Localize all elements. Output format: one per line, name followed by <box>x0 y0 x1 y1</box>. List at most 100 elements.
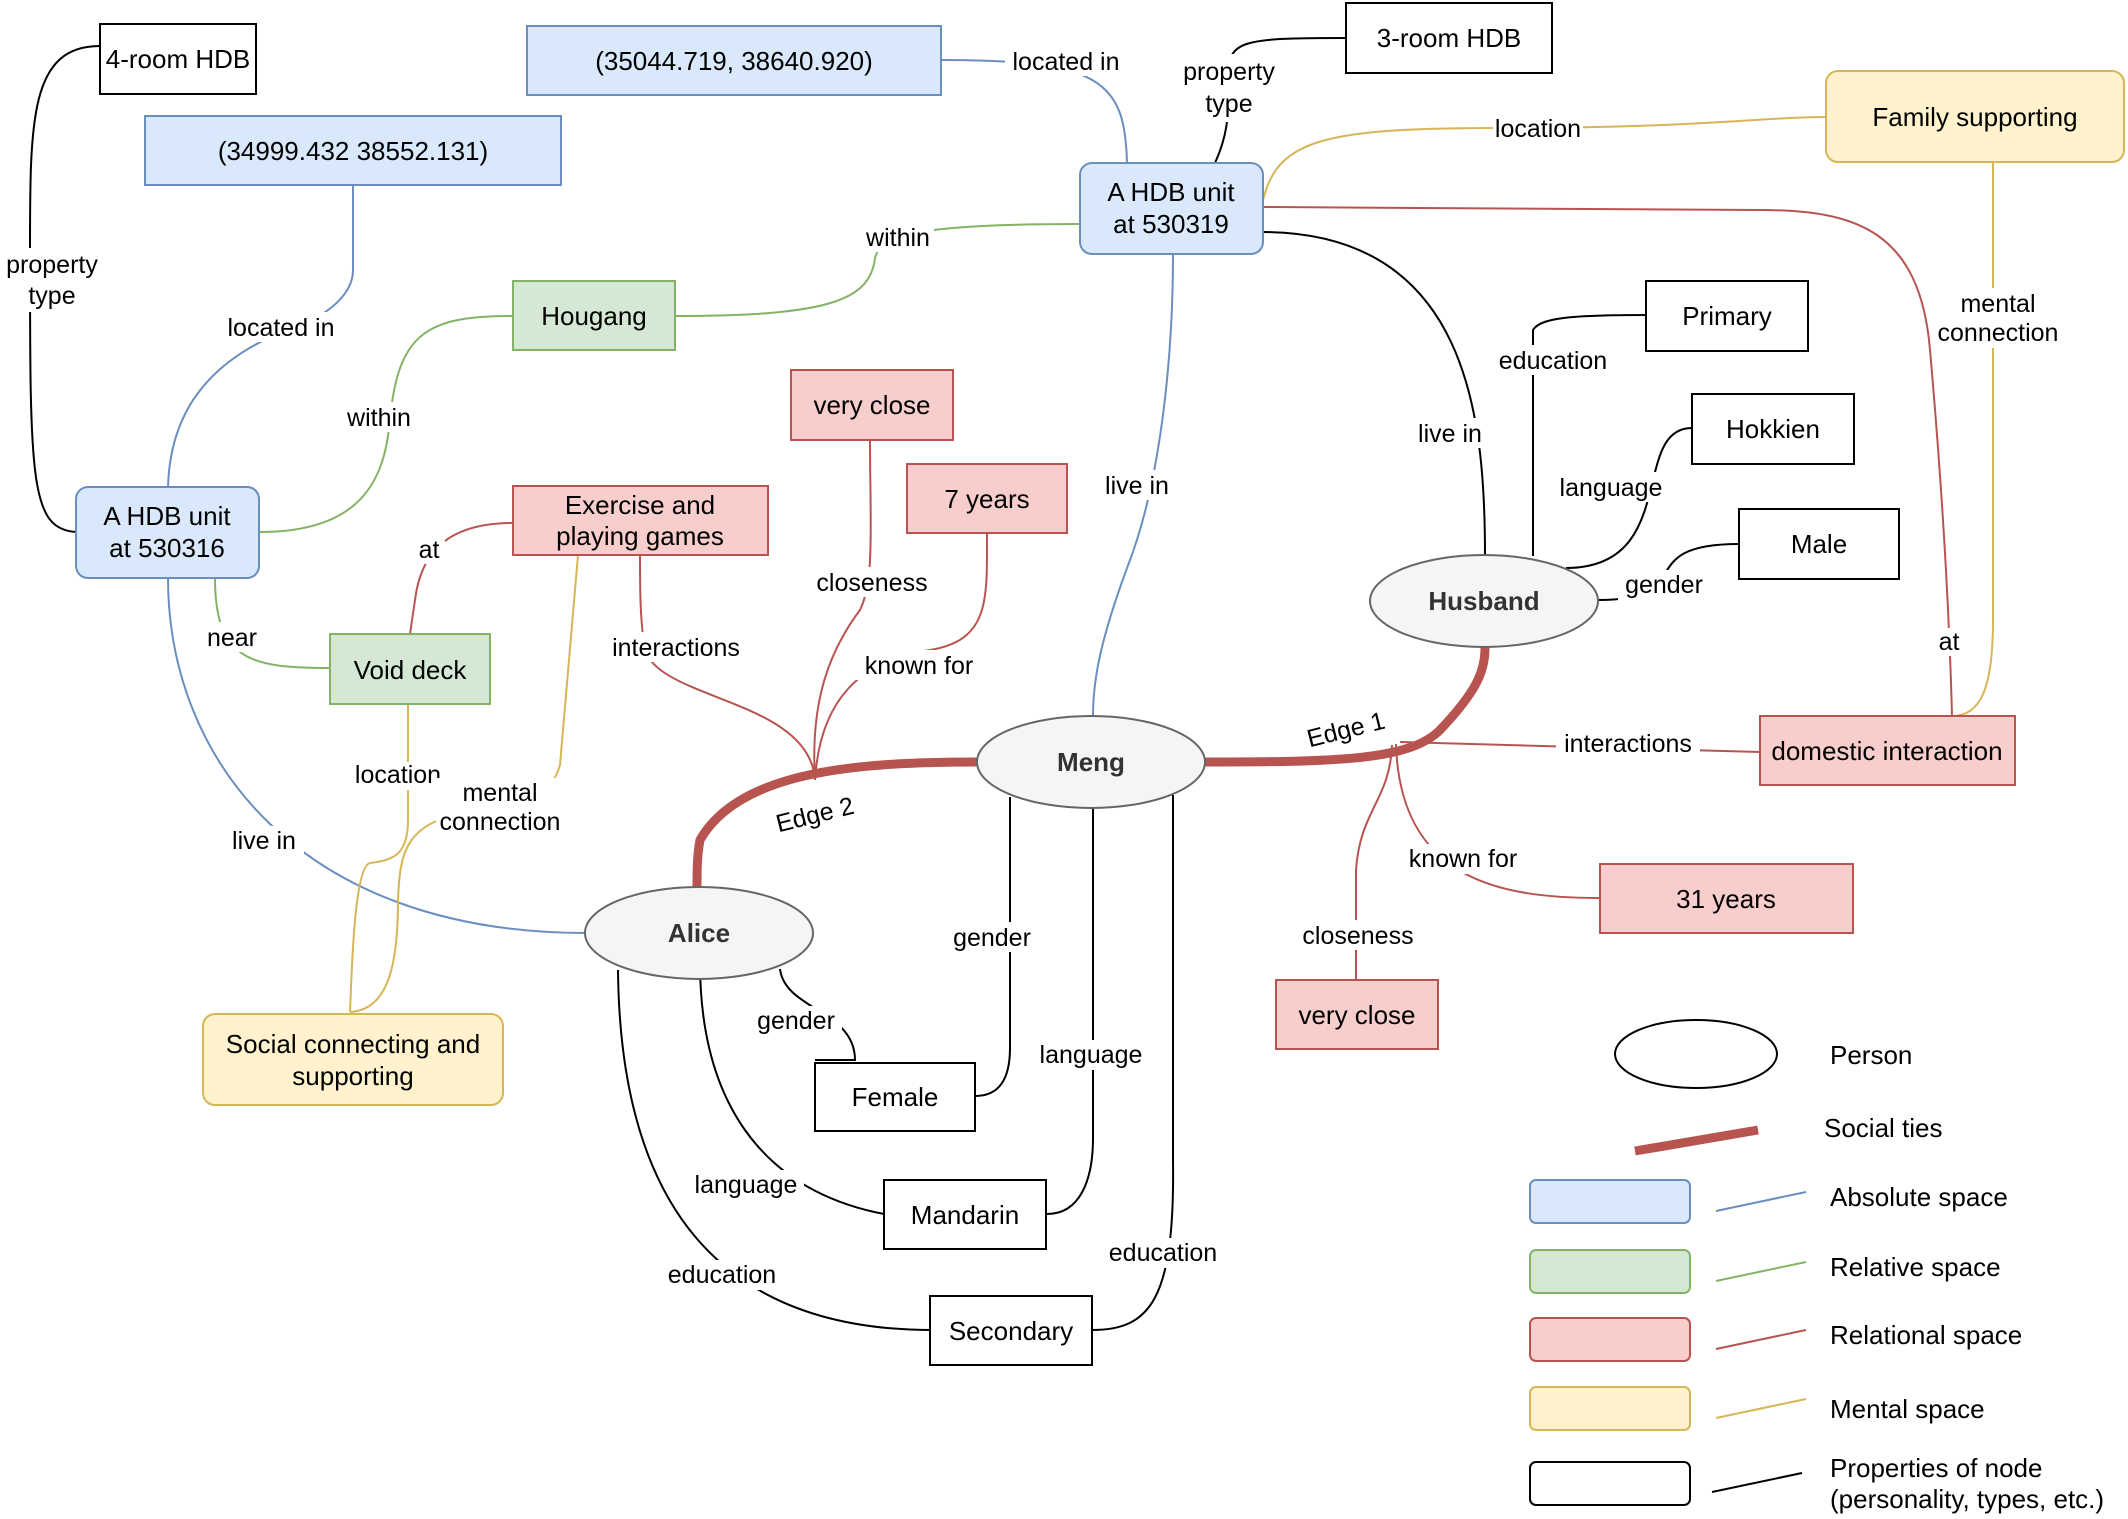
svg-text:connection: connection <box>1938 319 2059 347</box>
label-closeness-2: closeness <box>1295 920 1421 950</box>
svg-text:Properties of node: Properties of node <box>1830 1453 2042 1483</box>
node-hdb-530319: A HDB unit at 530319 <box>1079 162 1264 255</box>
mental-space-nodes: Family supporting Social connecting and … <box>202 70 2125 1106</box>
svg-text:live in: live in <box>232 827 296 855</box>
svg-text:Male: Male <box>1791 529 1847 559</box>
label-education-1: education <box>1492 345 1616 375</box>
edge-edge2-to-exercise <box>639 551 816 781</box>
edge-meng-to-mandarin <box>1046 808 1094 1215</box>
legend-relational-space: Relational space <box>1529 1317 2022 1362</box>
svg-text:Void deck: Void deck <box>354 655 468 685</box>
edge-voiddeck-to-social <box>349 705 409 1013</box>
svg-text:Social connecting and: Social connecting and <box>226 1029 480 1059</box>
svg-text:mental: mental <box>1960 290 2035 318</box>
edge-530316-to-voiddeck <box>214 577 331 669</box>
svg-text:live in: live in <box>1105 472 1169 500</box>
label-near: near <box>200 622 264 652</box>
label-edge-2: Edge 2 <box>773 792 857 838</box>
svg-text:3-room HDB: 3-room HDB <box>1377 23 1521 53</box>
label-within-1: within <box>862 222 934 252</box>
node-domestic-interaction: domestic interaction <box>1759 715 2016 786</box>
label-property-type-1: property type <box>0 248 98 312</box>
label-education-3: education <box>660 1260 784 1290</box>
edge-edge1-to-veryclose2 <box>1355 744 1393 980</box>
svg-text:31 years: 31 years <box>1676 884 1776 914</box>
svg-text:A HDB unit: A HDB unit <box>1107 177 1235 207</box>
label-live-in-3: live in <box>226 826 304 856</box>
label-live-in-1: live in <box>1410 418 1486 448</box>
relational-space-nodes: very close 7 years Exercise and playing … <box>512 369 2016 1050</box>
svg-text:Husband: Husband <box>1428 586 1539 616</box>
svg-text:at: at <box>1939 628 1960 656</box>
absolute-space-nodes: (35044.719, 38640.920) (34999.432 38552.… <box>75 25 1264 579</box>
svg-text:located in: located in <box>1012 48 1119 76</box>
label-within-2: within <box>343 402 415 432</box>
label-language-2: language <box>1033 1040 1149 1070</box>
edge-530319-to-coord1 <box>940 59 1128 164</box>
svg-text:Hokkien: Hokkien <box>1726 414 1820 444</box>
svg-text:at: at <box>419 536 440 564</box>
svg-text:known for: known for <box>865 652 973 680</box>
node-male: Male <box>1738 508 1900 580</box>
svg-text:education: education <box>1109 1239 1217 1267</box>
label-at-1: at <box>413 536 445 564</box>
node-very-close-1: very close <box>790 369 954 441</box>
svg-text:location: location <box>355 761 441 789</box>
edge-meng-to-secondary <box>1091 795 1175 1331</box>
node-exercise-games: Exercise and playing games <box>512 485 769 556</box>
label-interactions-2: interactions <box>1556 728 1700 758</box>
edge-alice-to-secondary <box>617 969 933 1331</box>
svg-text:Exercise and: Exercise and <box>565 490 715 520</box>
svg-text:language: language <box>1040 1041 1143 1069</box>
svg-text:near: near <box>207 624 257 652</box>
svg-text:type: type <box>1205 90 1252 118</box>
node-mandarin: Mandarin <box>883 1179 1047 1250</box>
svg-text:Mental space: Mental space <box>1830 1394 1985 1424</box>
node-31-years: 31 years <box>1599 863 1854 934</box>
svg-text:interactions: interactions <box>1564 730 1692 758</box>
person-husband: Husband <box>1369 554 1599 648</box>
edge-edge1-to-31years <box>1395 743 1601 899</box>
svg-text:Meng: Meng <box>1057 747 1125 777</box>
edge-labels: property type located in property type l… <box>0 46 2058 1290</box>
svg-text:A HDB unit: A HDB unit <box>103 501 231 531</box>
svg-text:playing games: playing games <box>556 521 724 551</box>
svg-text:Social ties: Social ties <box>1824 1113 1943 1143</box>
svg-text:located in: located in <box>227 314 334 342</box>
social-ties <box>692 643 1490 893</box>
node-primary: Primary <box>1645 280 1809 352</box>
svg-text:domestic interaction: domestic interaction <box>1771 736 2002 766</box>
svg-text:gender: gender <box>757 1007 835 1035</box>
label-interactions-1: interactions <box>604 632 750 662</box>
svg-text:(personality, types, etc.): (personality, types, etc.) <box>1830 1484 2104 1514</box>
legend-absolute-space: Absolute space <box>1529 1179 2008 1224</box>
label-language-3: language <box>688 1170 804 1200</box>
svg-text:Absolute space: Absolute space <box>1830 1182 2008 1212</box>
node-social-connecting: Social connecting and supporting <box>202 1013 504 1106</box>
label-known-for-1: known for <box>856 650 982 680</box>
svg-text:4-room HDB: 4-room HDB <box>106 44 250 74</box>
label-live-in-2: live in <box>1098 470 1178 500</box>
svg-text:very close: very close <box>813 390 930 420</box>
svg-text:property: property <box>1183 58 1275 86</box>
svg-text:gender: gender <box>953 924 1031 952</box>
svg-text:education: education <box>1499 347 1607 375</box>
svg-text:property: property <box>6 251 98 279</box>
svg-text:Primary: Primary <box>1682 301 1772 331</box>
node-7-years: 7 years <box>906 463 1068 534</box>
svg-text:at 530319: at 530319 <box>1113 209 1229 239</box>
svg-text:mental: mental <box>462 779 537 807</box>
edge-husband-to-primary <box>1532 314 1647 556</box>
label-gender-2: gender <box>946 922 1038 952</box>
node-family-supporting: Family supporting <box>1825 70 2125 163</box>
svg-text:known for: known for <box>1409 845 1517 873</box>
svg-text:connection: connection <box>440 808 561 836</box>
label-location-1: location <box>1493 114 1583 143</box>
svg-text:education: education <box>668 1261 776 1289</box>
svg-text:live in: live in <box>1418 420 1482 448</box>
svg-text:language: language <box>1560 474 1663 502</box>
label-language-1: language <box>1554 472 1668 502</box>
label-gender-3: gender <box>750 1006 842 1036</box>
legend-properties: Properties of node (personality, types, … <box>1529 1453 2104 1514</box>
